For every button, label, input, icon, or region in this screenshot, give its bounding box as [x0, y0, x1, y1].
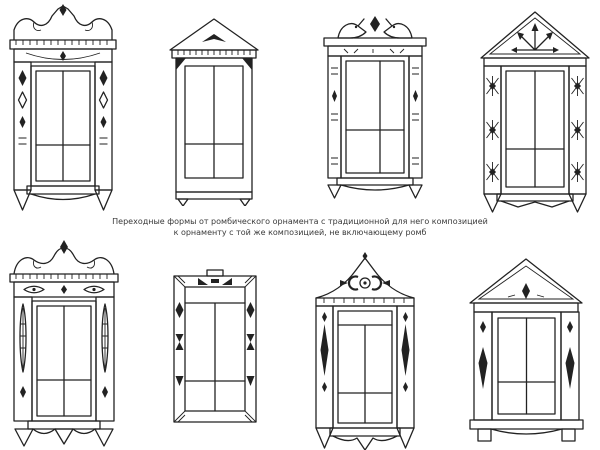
- window-sash: [491, 311, 562, 421]
- cornice-eye-frieze: [9, 273, 119, 298]
- window-drawing-5: [6, 240, 122, 448]
- sill-apron-pendants: [13, 185, 113, 211]
- cornice: [483, 57, 587, 67]
- sill-feet-apron: [469, 419, 584, 442]
- window-2-illustration: [169, 18, 259, 206]
- ogee-pediment-motifs: [315, 252, 415, 299]
- window-7-illustration: [315, 252, 415, 450]
- caption-line-2: к орнаменту с той же композицией, не вкл…: [173, 228, 427, 238]
- window-drawing-7: [310, 252, 420, 450]
- window-6-illustration: [173, 269, 257, 423]
- sill-apron-pendants: [483, 193, 587, 213]
- window-3-illustration: [323, 16, 427, 199]
- scroll-crest: [13, 240, 115, 275]
- window-drawing-4: [478, 6, 592, 214]
- window-drawing-2: [168, 14, 260, 206]
- window-5-illustration: [9, 240, 119, 447]
- figure-caption: Переходные формы от ромбического орнамен…: [110, 216, 490, 238]
- window-1-illustration: [9, 4, 117, 211]
- caption-line-1: Переходные формы от ромбического орнамен…: [112, 217, 488, 226]
- cornice-frieze: [323, 37, 427, 57]
- window-4-illustration: [480, 11, 590, 213]
- mitred-frame: [173, 275, 257, 423]
- window-sash: [340, 55, 410, 179]
- top-notch: [206, 269, 224, 277]
- sill-pendants: [175, 191, 253, 206]
- side-columns-wheat: [13, 296, 115, 422]
- cornice: [315, 297, 415, 307]
- triangular-pediment: [469, 258, 583, 304]
- window-sash: [332, 305, 398, 429]
- pediment-fir-arrows: [480, 11, 590, 59]
- sill-scalloped-apron: [14, 420, 114, 447]
- side-pilasters: [327, 55, 423, 179]
- window-sash: [31, 300, 97, 422]
- carved-crest: [13, 4, 113, 41]
- window-drawing-8: [465, 255, 588, 442]
- side-boards-leaf: [315, 305, 415, 429]
- window-mullions: [184, 302, 246, 412]
- cornice: [473, 302, 579, 313]
- window-sash: [500, 65, 570, 195]
- cornice-dentils: [9, 39, 117, 63]
- frame-ornaments: [175, 278, 255, 386]
- sill-apron-pendants: [315, 427, 415, 450]
- window-drawing-3: [322, 8, 428, 200]
- bird-pair-crest: [337, 16, 413, 39]
- window-sash: [175, 57, 253, 193]
- triangular-pediment: [169, 18, 259, 51]
- window-drawing-6: [168, 268, 262, 428]
- window-drawing-1: [8, 4, 118, 216]
- window-8-illustration: [469, 258, 584, 442]
- window-sash: [30, 65, 96, 187]
- sill-apron-pendants: [327, 177, 423, 199]
